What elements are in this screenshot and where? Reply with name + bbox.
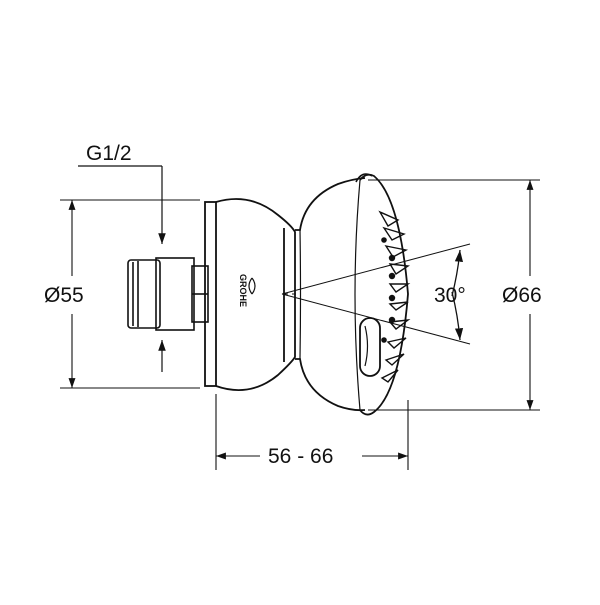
angle-construction: [281, 243, 471, 345]
dim-55-lines: [60, 199, 200, 389]
logo-text: GROHE: [238, 274, 248, 307]
dim-66-lines: [368, 179, 540, 411]
length-range-label: 56 - 66: [268, 445, 333, 468]
spray-head: [354, 173, 411, 416]
thread-size-label: G1/2: [86, 142, 132, 165]
brand-logo: GROHE: [238, 274, 256, 307]
thread-connector: [127, 257, 209, 331]
dim-length-lines: [215, 394, 409, 470]
angle-arrows: [451, 249, 464, 341]
thread-leader: [78, 165, 166, 372]
diameter-66-label: Ø66: [502, 284, 542, 307]
angle-30-label: 30°: [434, 284, 466, 307]
diameter-55-label: Ø55: [44, 284, 84, 307]
